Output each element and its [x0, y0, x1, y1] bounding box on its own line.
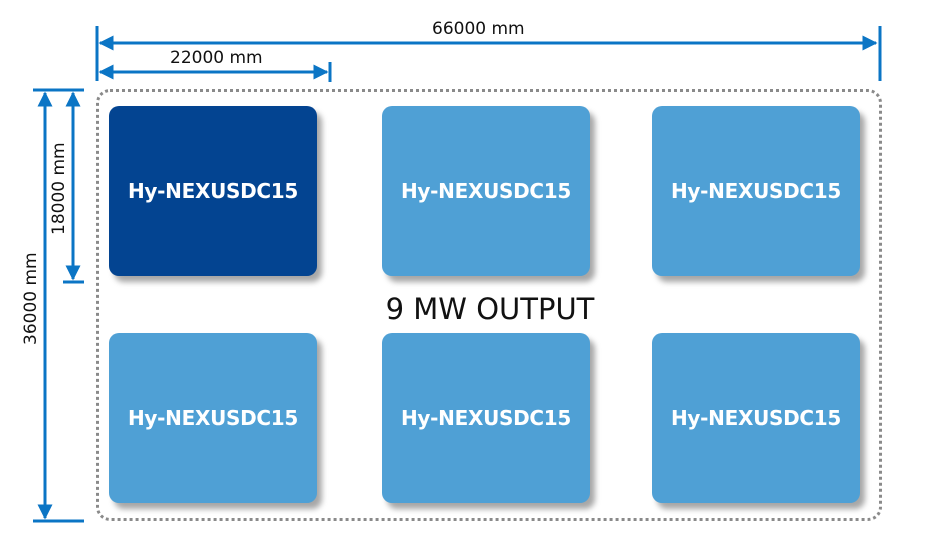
- site-boundary: [96, 89, 882, 521]
- unit-block: Hy-NEXUSDC15: [109, 333, 317, 503]
- total-width-label: 66000 mm: [432, 19, 525, 39]
- unit-block: Hy-NEXUSDC15: [652, 333, 860, 503]
- unit-block: Hy-NEXUSDC15: [652, 106, 860, 276]
- output-label: 9 MW OUTPUT: [385, 292, 595, 326]
- unit-height-label: 18000 mm: [49, 142, 69, 235]
- unit-block: Hy-NEXUSDC15: [382, 333, 590, 503]
- total-height-label: 36000 mm: [21, 252, 41, 345]
- unit-block-highlighted: Hy-NEXUSDC15: [109, 106, 317, 276]
- unit-block: Hy-NEXUSDC15: [382, 106, 590, 276]
- unit-width-label: 22000 mm: [170, 48, 263, 68]
